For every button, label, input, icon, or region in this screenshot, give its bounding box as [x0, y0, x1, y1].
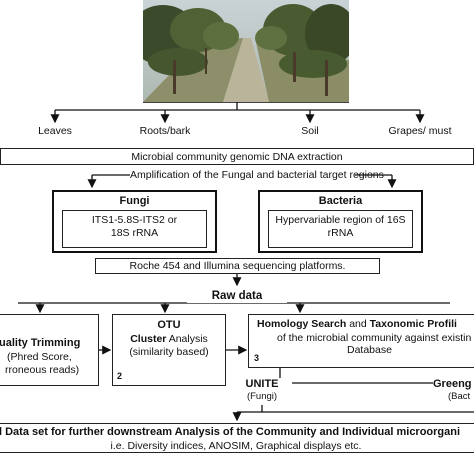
database-unite: UNITE	[232, 378, 292, 391]
homology-search-word: Homology Search	[257, 318, 347, 330]
bacteria-region-line1: Hypervariable region of 16S	[275, 214, 406, 226]
sequencing-step: Roche 454 and Illumina sequencing platfo…	[95, 258, 380, 274]
fungi-region-box: ITS1-5.8S-ITS2 or 18S rRNA	[62, 210, 207, 248]
fungi-box: Fungi ITS1-5.8S-ITS2 or 18S rRNA	[52, 190, 217, 253]
dna-extraction-label: Microbial community genomic DNA extracti…	[131, 151, 343, 163]
quality-trimming-box: uality Trimming (Phred Score, rroneous r…	[0, 314, 99, 386]
sample-soil: Soil	[301, 125, 319, 137]
taxonomic-profiling-word: Taxonomic Profili	[369, 318, 457, 330]
final-title: l Data set for further downstream Analys…	[0, 426, 461, 438]
vineyard-photo	[143, 0, 349, 103]
bacteria-region-line2: rRNA	[327, 227, 354, 240]
homology-line1: of the microbial community against exist…	[277, 332, 472, 344]
otu-title: OTU	[157, 319, 181, 331]
otu-cluster-word: Cluster	[130, 333, 167, 345]
sequencing-label: Roche 454 and Illumina sequencing platfo…	[129, 260, 346, 272]
sample-leaves: Leaves	[38, 125, 72, 137]
otu-step-number: 2	[117, 371, 123, 381]
sample-roots-bark: Roots/bark	[139, 125, 191, 137]
otu-box: OTU Cluster Analysis (similarity based) …	[112, 314, 226, 386]
amplification-label: Amplification of the Fungal and bacteria…	[130, 169, 384, 182]
otu-line2: (similarity based)	[129, 346, 209, 358]
homology-step-number: 3	[254, 353, 260, 363]
fungi-region-line2: 18S rRNA	[110, 227, 159, 240]
database-greengenes: Greeng	[433, 378, 472, 391]
bacteria-box: Bacteria Hypervariable region of 16S rRN…	[258, 190, 423, 253]
bacteria-title: Bacteria	[318, 195, 363, 207]
otu-line1: Cluster Analysis	[113, 333, 225, 345]
bacteria-region-box: Hypervariable region of 16S rRNA	[268, 210, 413, 248]
raw-data-label: Raw data	[187, 290, 287, 304]
database-unite-scope: (Fungi)	[232, 391, 292, 403]
final-subtitle: i.e. Diversity indices, ANOSIM, Graphica…	[110, 440, 362, 452]
homology-and-word: and	[346, 318, 370, 330]
sample-grapes-must: Grapes/ must	[388, 125, 452, 137]
quality-title: uality Trimming	[0, 337, 81, 349]
quality-line1: (Phred Score,	[7, 351, 72, 363]
homology-line2: Database	[347, 344, 392, 356]
final-dataset-box: l Data set for further downstream Analys…	[0, 423, 474, 453]
fungi-region-line1: ITS1-5.8S-ITS2 or	[91, 214, 178, 226]
otu-analysis-word: Analysis	[166, 333, 208, 345]
quality-line2: rroneous reads)	[5, 364, 80, 376]
homology-title: Homology Search and Taxonomic Profili	[257, 318, 457, 330]
homology-box: Homology Search and Taxonomic Profili of…	[248, 314, 474, 368]
database-greengenes-scope: (Bact	[448, 391, 471, 403]
fungi-title: Fungi	[119, 195, 150, 207]
dna-extraction-step: Microbial community genomic DNA extracti…	[0, 148, 474, 165]
